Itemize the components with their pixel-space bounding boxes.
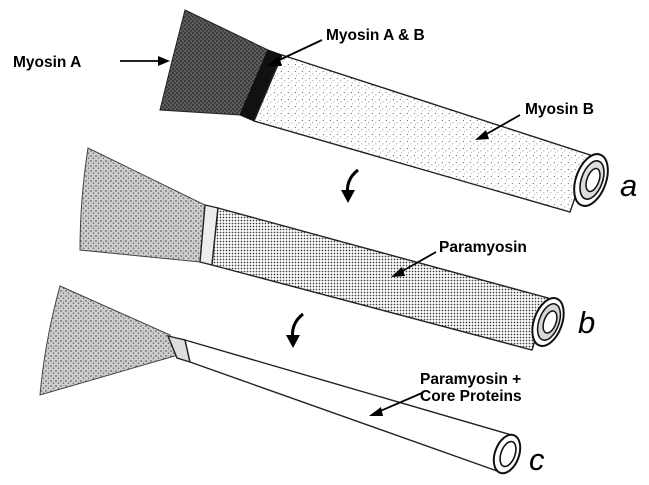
label-myosin-a: Myosin A: [13, 54, 81, 71]
label-myosin-b: Myosin B: [525, 101, 594, 118]
pointer-myosin-a: [120, 56, 170, 66]
panel-label-a: a: [620, 168, 637, 203]
filament-b-fan: [80, 148, 205, 262]
label-myosin-ab: Myosin A & B: [326, 27, 425, 44]
filament-c-fan: [40, 286, 178, 395]
filament-c-shaft: [185, 340, 515, 472]
panel-label-b: b: [578, 305, 595, 340]
label-core-line1: Paramyosin +: [420, 371, 521, 388]
transition-arrow-a-b: [341, 170, 358, 203]
filament-b-shaft: [212, 208, 548, 350]
filament-a-shaft: [254, 55, 590, 212]
panel-label-c: c: [529, 442, 545, 477]
label-core-line2: Core Proteins: [420, 388, 522, 405]
label-paramyosin: Paramyosin: [439, 239, 527, 256]
transition-arrow-b-c: [286, 314, 303, 348]
